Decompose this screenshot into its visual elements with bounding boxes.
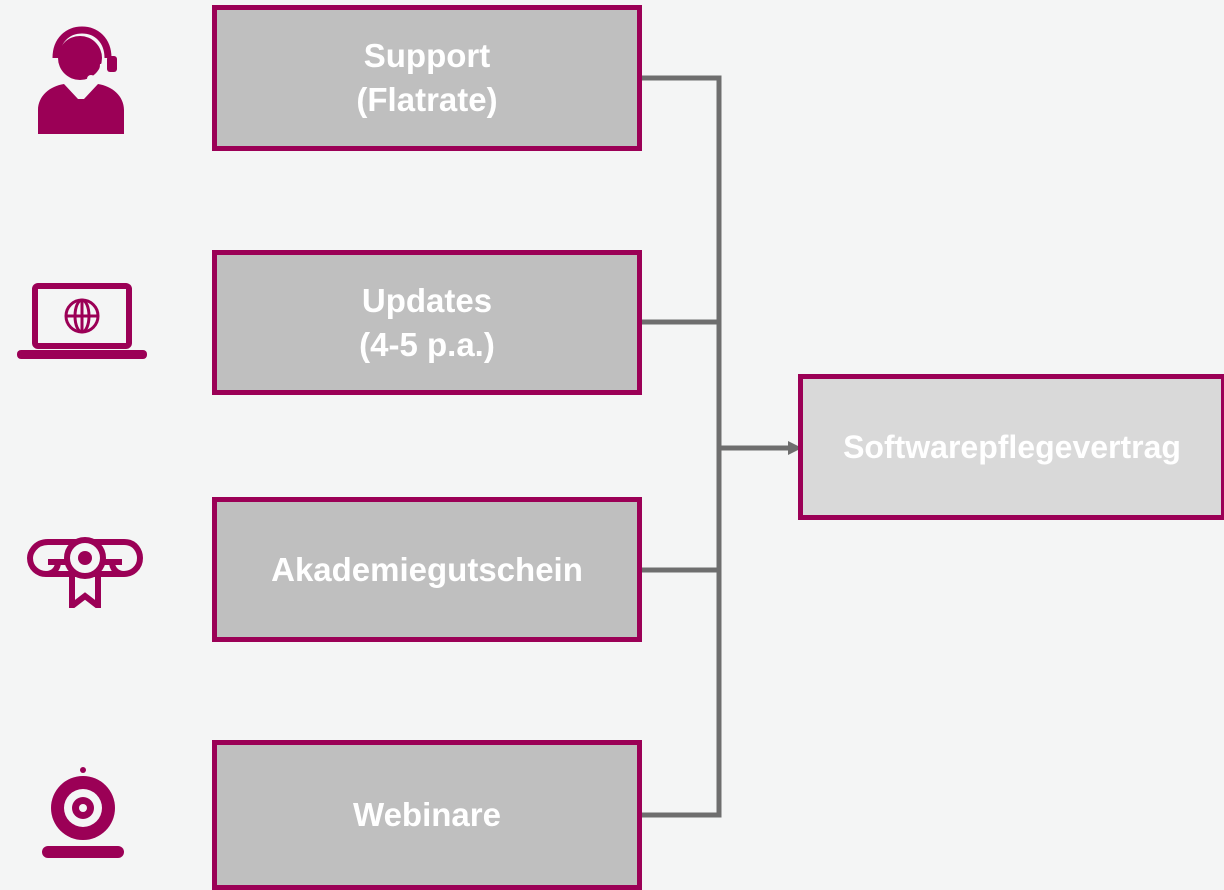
akademiegutschein-box: Akademiegutschein <box>212 497 642 642</box>
support-label: Support <box>363 37 491 74</box>
updates-label: Updates <box>361 281 493 319</box>
webinare-label: Webinare <box>353 796 501 833</box>
laptop-globe-icon <box>17 283 147 359</box>
webcam-icon <box>42 767 124 858</box>
support-agent-icon <box>38 26 124 134</box>
webinare-box: Webinare <box>212 740 642 890</box>
updates-sublabel: (4-5 p.a.) <box>359 325 495 363</box>
arrow-head-icon <box>788 441 802 455</box>
certificate-icon <box>26 537 144 608</box>
updates-box: Updates (4-5 p.a.) <box>212 250 642 395</box>
akademiegutschein-label: Akademiegutschein <box>271 550 583 588</box>
support-sublabel: (Flatrate) <box>356 81 498 118</box>
support-box: Support (Flatrate) <box>212 5 642 151</box>
softwarepflegevertrag-box: Softwarepflegevertrag <box>798 374 1224 520</box>
softwarepflegevertrag-label: Softwarepflegevertrag <box>843 429 1181 465</box>
